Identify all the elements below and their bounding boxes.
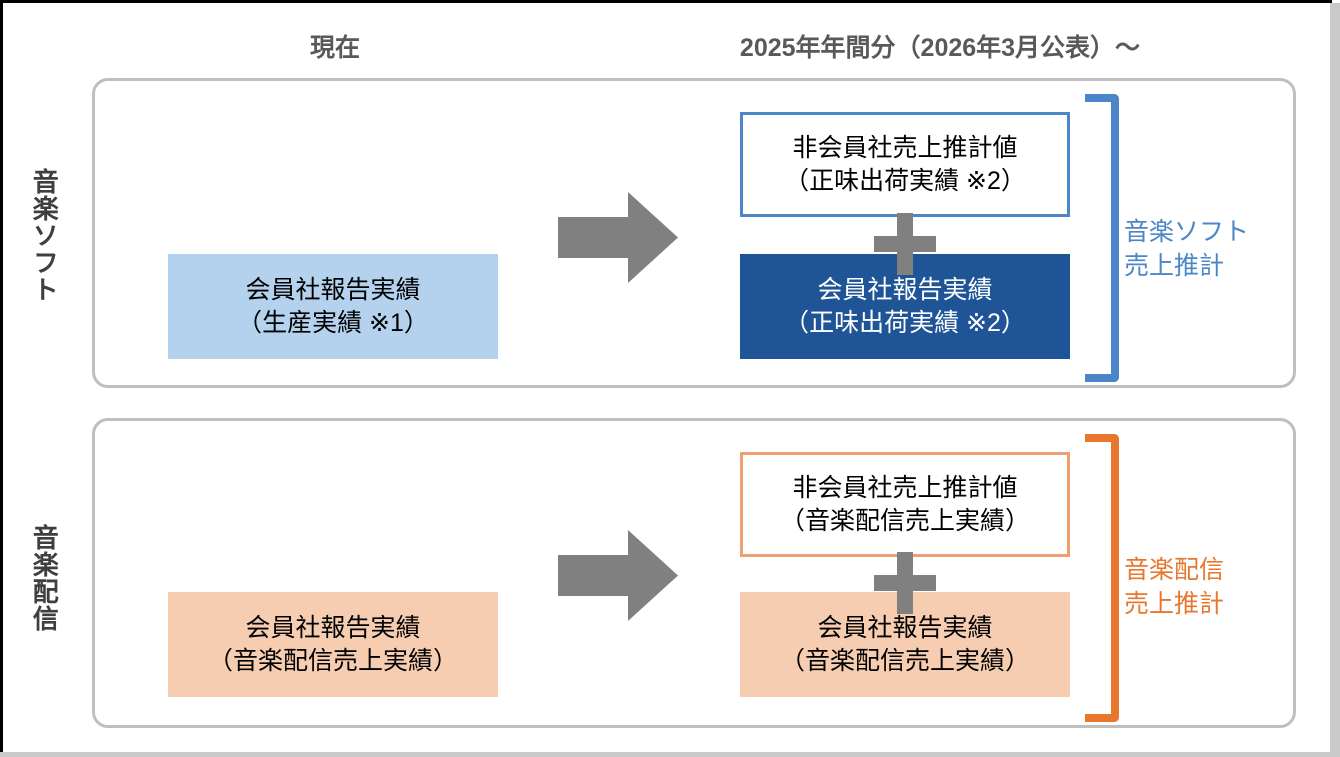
row-label-music-software: 音楽ソフト — [29, 167, 60, 303]
plus-icon — [874, 213, 936, 275]
right-arrow-icon — [558, 192, 678, 283]
box-line-1: 非会員社売上推計値 — [792, 133, 1018, 162]
summary-line-2: 売上推計 — [1124, 589, 1225, 618]
summary-label-music-streaming: 音楽配信 売上推計 — [1124, 554, 1224, 622]
page-left-border — [0, 0, 3, 752]
box-current-member-report-software: 会員社報告実績 （生産実績 ※1） — [168, 254, 498, 359]
page-top-border — [0, 0, 1332, 3]
panel-music-streaming — [92, 418, 1296, 728]
box-nonmember-estimate-software: 非会員社売上推計値 （正味出荷実績 ※2） — [740, 112, 1070, 217]
box-line-2: （生産実績 ※1） — [237, 308, 429, 337]
box-line-1: 会員社報告実績 — [817, 275, 993, 304]
box-line-1: 会員社報告実績 — [245, 613, 421, 642]
page-bottom-border — [0, 752, 1340, 757]
box-line-2: （正味出荷実績 ※2） — [784, 308, 1026, 337]
plus-icon — [874, 552, 936, 614]
box-line-1: 会員社報告実績 — [817, 613, 993, 642]
box-line-2: （正味出荷実績 ※2） — [784, 166, 1026, 195]
bracket-music-streaming-total — [1085, 434, 1119, 722]
box-nonmember-estimate-streaming: 非会員社売上推計値 （音楽配信売上実績） — [740, 452, 1070, 557]
right-arrow-icon — [558, 530, 678, 621]
box-line-2: （音楽配信売上実績） — [207, 646, 458, 675]
bracket-music-software-total — [1085, 94, 1119, 382]
box-line-2: （音楽配信売上実績） — [779, 506, 1030, 535]
box-current-member-report-streaming: 会員社報告実績 （音楽配信売上実績） — [168, 592, 498, 697]
page-right-border — [1330, 3, 1340, 757]
row-label-music-streaming: 音楽配信 — [29, 523, 60, 632]
box-line-1: 会員社報告実績 — [245, 275, 421, 304]
summary-line-1: 音楽配信 — [1124, 556, 1225, 584]
summary-label-music-software: 音楽ソフト 売上推計 — [1124, 216, 1249, 284]
box-line-2: （音楽配信売上実績） — [779, 646, 1030, 675]
column-header-future: 2025年年間分（2026年3月公表）〜 — [739, 34, 1141, 62]
summary-line-1: 音楽ソフト — [1124, 218, 1250, 246]
box-line-1: 非会員社売上推計値 — [792, 473, 1018, 502]
column-header-current: 現在 — [309, 34, 360, 62]
summary-line-2: 売上推計 — [1124, 251, 1225, 280]
